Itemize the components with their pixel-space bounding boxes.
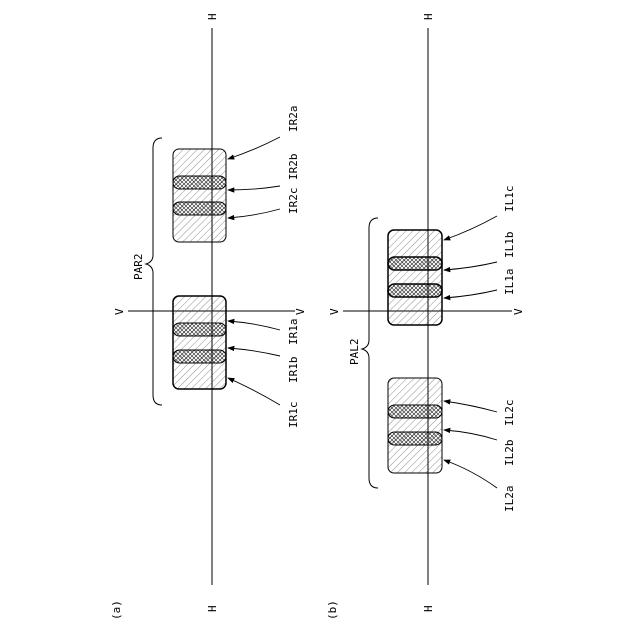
label-il2b: IL2b [503, 440, 516, 467]
label-ir1b: IR1b [287, 357, 300, 384]
label-pal2: PAL2 [348, 339, 361, 366]
label-h-bottom-a: H [206, 605, 219, 612]
label-il1c: IL1c [503, 186, 516, 213]
label-ir1c: IR1c [287, 402, 300, 429]
label-ir1a: IR1a [287, 319, 300, 346]
label-ir2a: IR2a [287, 106, 300, 133]
caption-b: (b) [326, 600, 339, 620]
element-ir1 [173, 296, 226, 389]
label-v-left-a: V [113, 308, 126, 315]
element-ir2 [173, 149, 226, 242]
label-h-top-b: H [422, 13, 435, 20]
label-v-right-b: V [512, 308, 525, 315]
label-il1b: IL1b [503, 232, 516, 259]
caption-a: (a) [110, 600, 123, 620]
label-ir2b: IR2b [287, 154, 300, 181]
label-il1a: IL1a [503, 269, 516, 296]
label-h-top-a: H [206, 13, 219, 20]
element-il2 [388, 378, 442, 473]
label-v-left-b: V [328, 308, 341, 315]
label-il2a: IL2a [503, 486, 516, 513]
leader-arrows-b [444, 216, 497, 488]
label-il2c: IL2c [503, 400, 516, 427]
label-par2: PAR2 [132, 254, 145, 281]
label-v-right-a: V [294, 308, 307, 315]
element-il1 [388, 230, 442, 325]
label-ir2c: IR2c [287, 188, 300, 215]
panel-b: (b) H H V V PAL2 IL1c IL1b IL1a IL2c IL2… [326, 13, 525, 620]
panel-a: (a) H H V V PAR2 IR2a IR2b IR2c IR1a IR1… [110, 13, 307, 620]
brace-par2 [146, 138, 162, 405]
brace-pal2 [362, 218, 378, 488]
label-h-bottom-b: H [422, 605, 435, 612]
leader-arrows-a [228, 137, 280, 405]
